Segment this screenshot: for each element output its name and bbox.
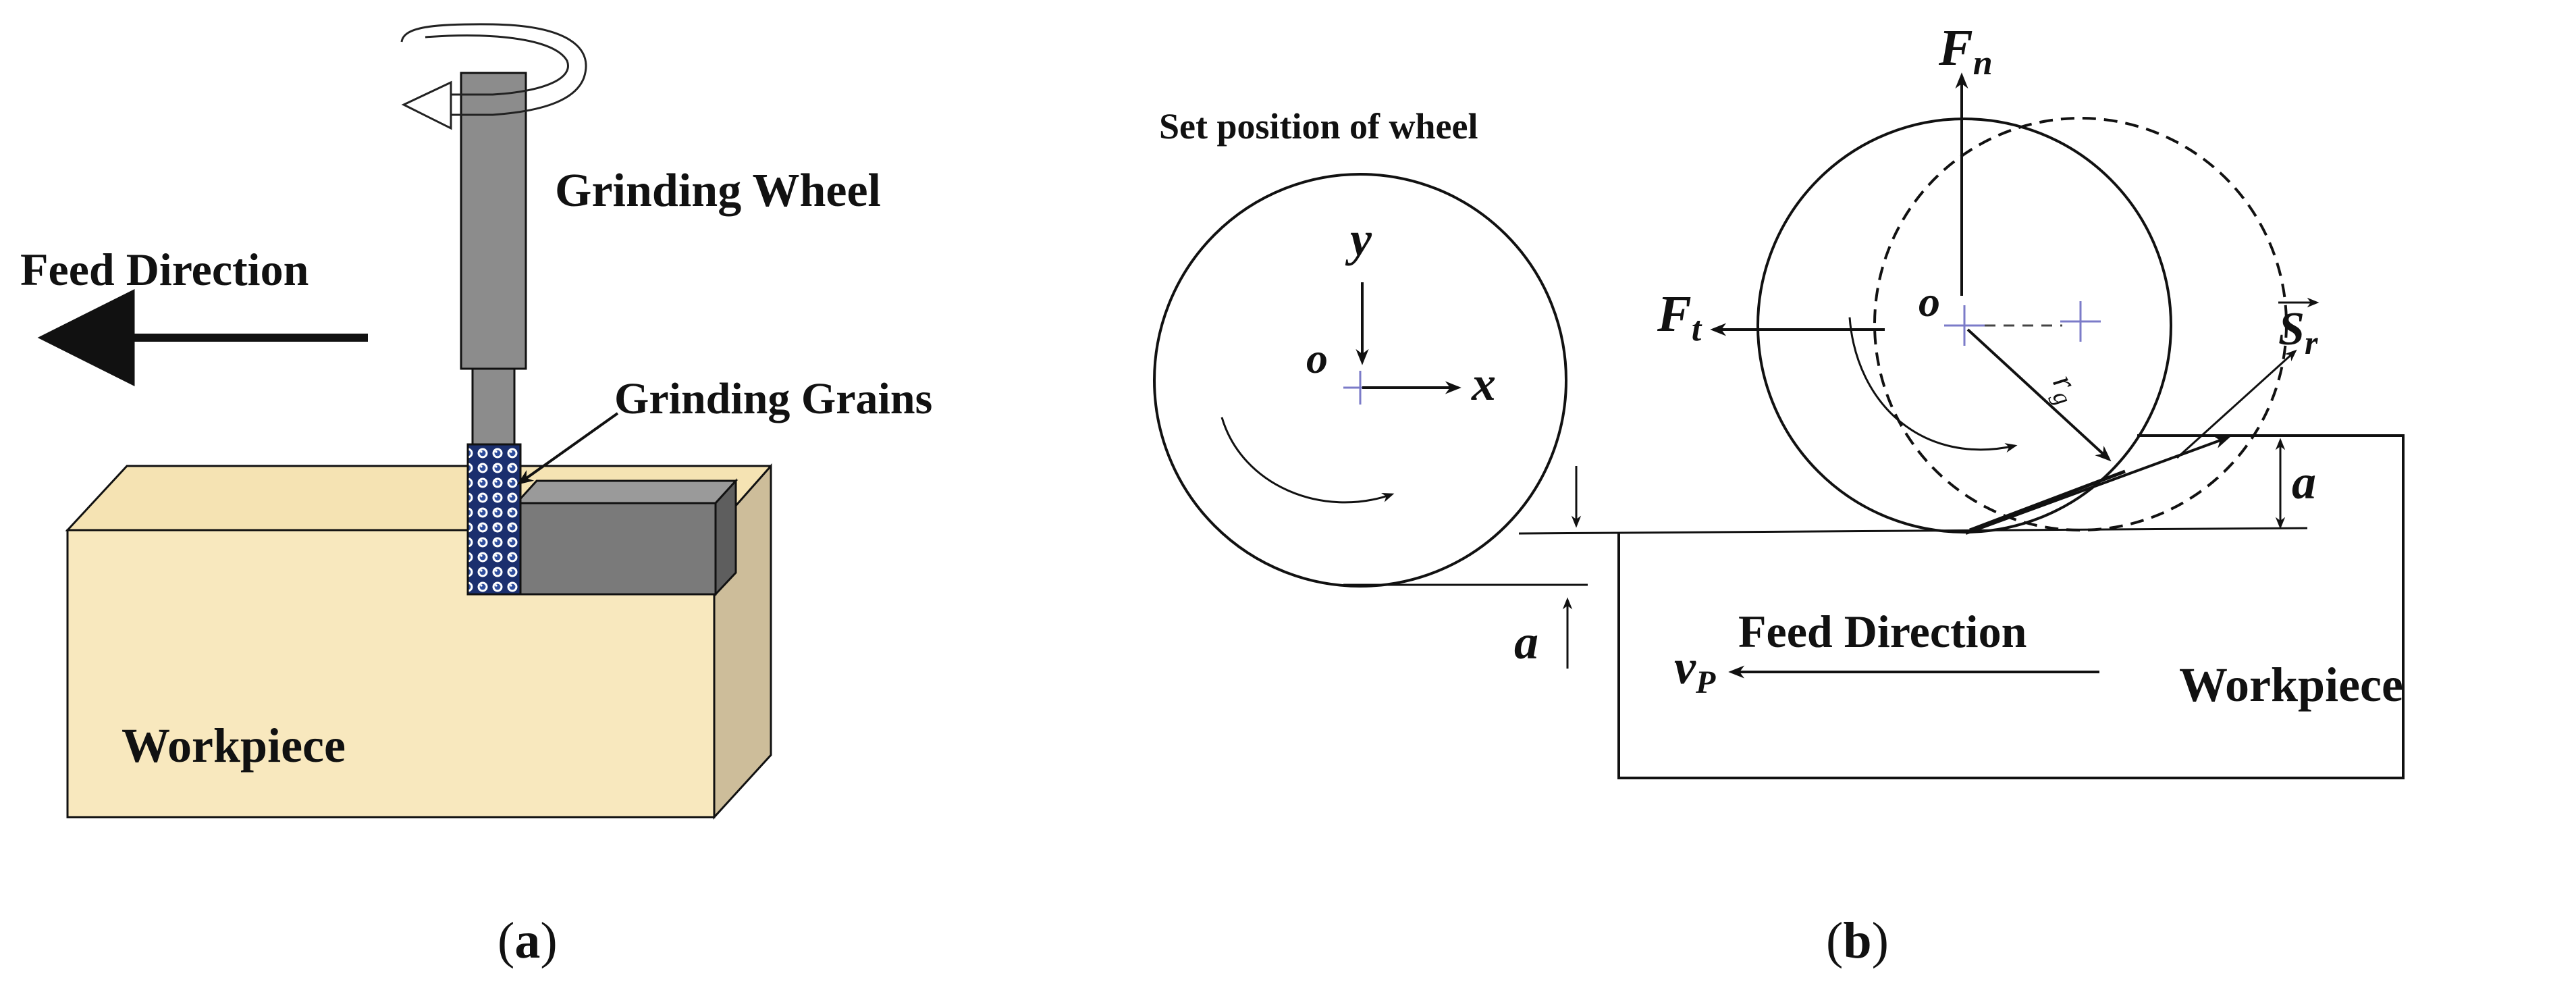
tangential-force-label: Ft bbox=[1657, 286, 1702, 348]
set-position-label: Set position of wheel bbox=[1159, 106, 1478, 147]
caption-a: (a) bbox=[498, 912, 558, 969]
tool-shank bbox=[460, 72, 527, 370]
panel-b: Set position of wheel y x o o a a Fn Ft … bbox=[1153, 20, 2405, 969]
caption-b: (b) bbox=[1826, 912, 1889, 969]
workpiece-outline-b bbox=[1617, 434, 2405, 779]
origin-label-right: o bbox=[1918, 278, 1940, 326]
grinding-grains-label: Grinding Grains bbox=[614, 374, 932, 423]
sr-vector-extension bbox=[2176, 349, 2297, 459]
cross-mark-center-dashed bbox=[2060, 301, 2101, 342]
feed-direction-label: Feed Direction bbox=[20, 244, 308, 295]
grinding-tool bbox=[460, 72, 527, 596]
radius-arrow bbox=[1966, 328, 2112, 462]
sr-vector-label: Sr bbox=[2278, 297, 2319, 361]
normal-force-label: Fn bbox=[1938, 20, 1993, 82]
wheel-circle-right bbox=[1756, 118, 2172, 534]
grains-pointer-arrow bbox=[517, 412, 619, 485]
origin-label-left: o bbox=[1306, 334, 1328, 382]
x-axis-label: x bbox=[1471, 357, 1496, 411]
slot-front-face bbox=[515, 502, 717, 596]
wheel-circle-left bbox=[1153, 173, 1567, 588]
slot-top-face bbox=[514, 479, 739, 504]
svg-text:Sr: Sr bbox=[2278, 303, 2318, 361]
panel-a: Feed Direction Grinding Wheel Grinding G… bbox=[20, 23, 932, 969]
grinding-grains-area bbox=[466, 443, 522, 596]
wheel-circle-dashed bbox=[1873, 117, 2288, 531]
depth-label-right: a bbox=[2292, 455, 2316, 509]
rotation-arc-left bbox=[1220, 417, 1395, 504]
sr-vector-arrow bbox=[1965, 436, 2231, 535]
surface-line bbox=[1518, 527, 2308, 535]
depth-label-left: a bbox=[1514, 615, 1538, 669]
workpiece-label-a: Workpiece bbox=[122, 719, 346, 773]
workpiece-label-b: Workpiece bbox=[2179, 658, 2403, 712]
grinding-wheel-label: Grinding Wheel bbox=[555, 165, 881, 217]
slot-bar bbox=[514, 478, 739, 597]
cross-mark-center-solid bbox=[1944, 305, 1985, 346]
contact-chord bbox=[1969, 469, 2126, 532]
y-axis-label: y bbox=[1345, 212, 1372, 266]
tool-neck bbox=[471, 367, 516, 446]
feed-velocity-label: vP bbox=[1674, 640, 1716, 700]
rotation-arrow-icon bbox=[400, 23, 587, 130]
wheel-set-position bbox=[1153, 173, 1582, 669]
feed-direction-label-b: Feed Direction bbox=[1738, 606, 2027, 657]
